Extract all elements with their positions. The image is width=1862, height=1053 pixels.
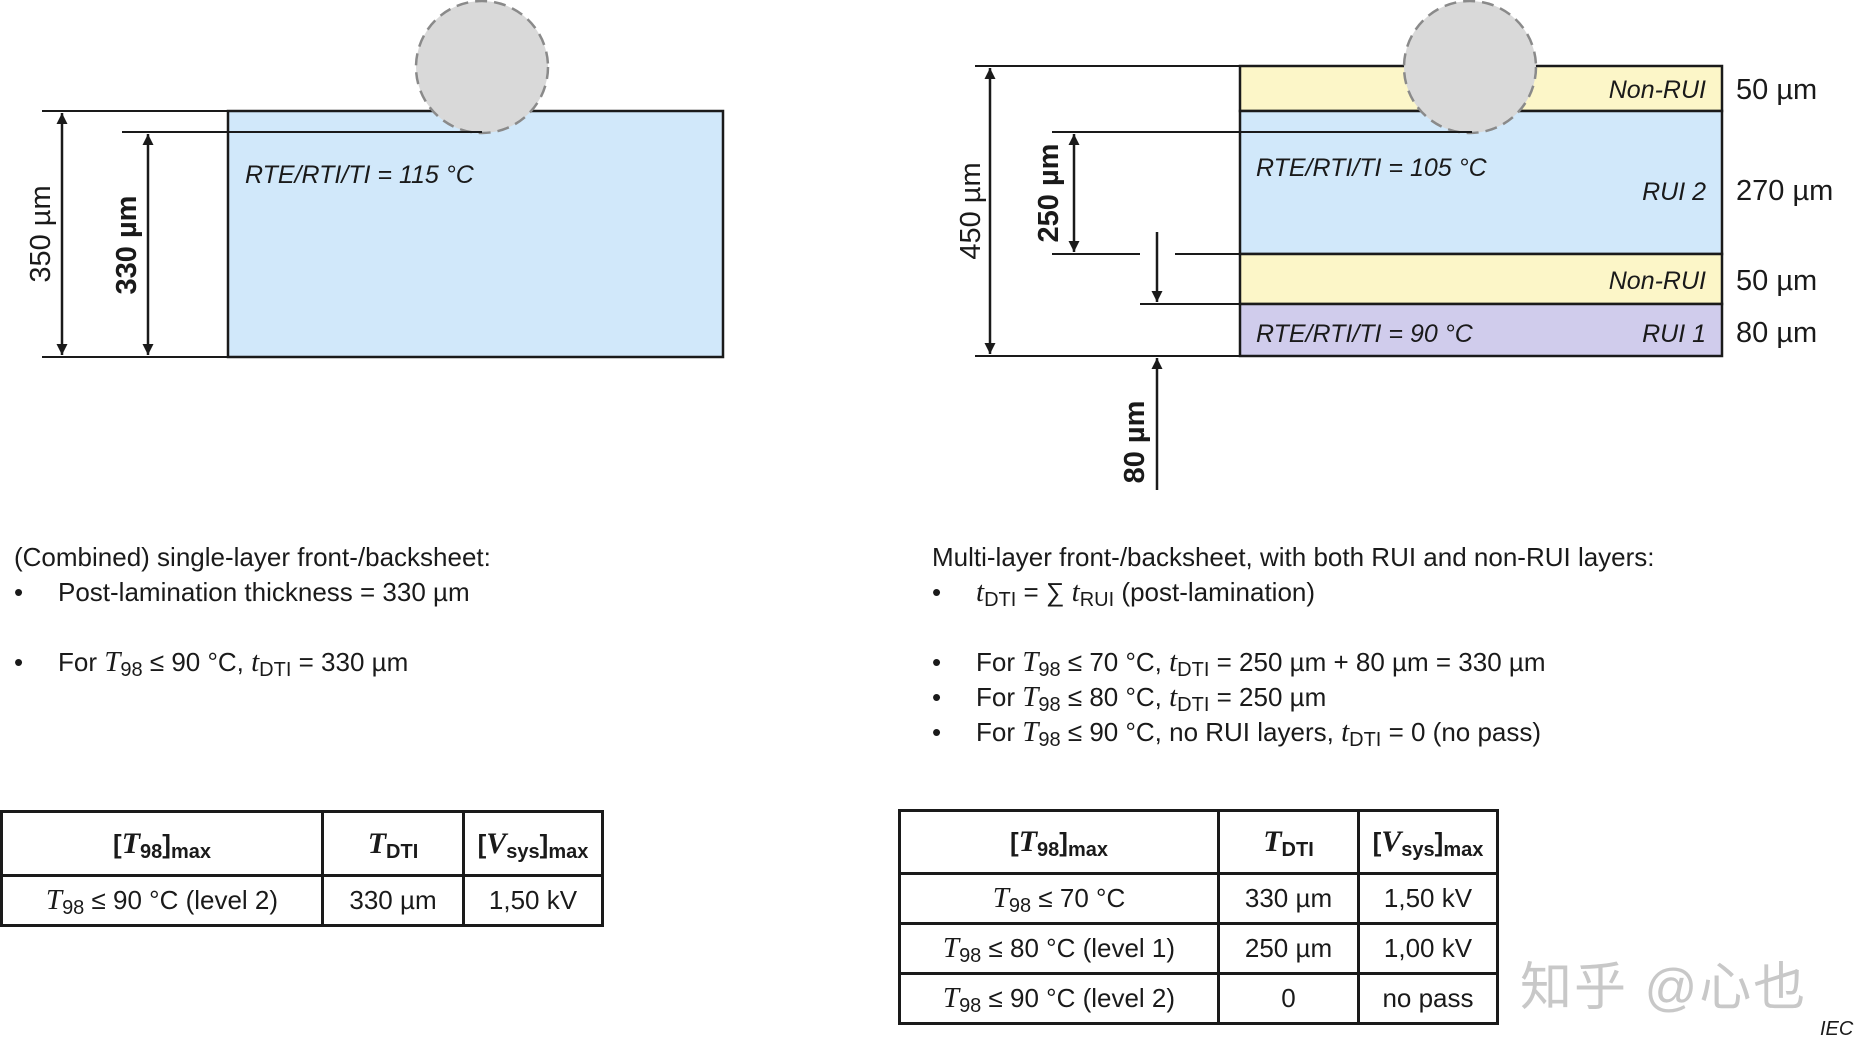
thickness-non-rui-mid: 50 µm xyxy=(1736,265,1817,297)
layer-name-rui-2: RUI 2 xyxy=(1642,178,1706,206)
header-t-dti: TDTI xyxy=(1217,809,1360,875)
dim-label-450: 450 µm xyxy=(955,162,987,259)
cell-vsys: 1,50 kV xyxy=(1357,872,1499,925)
right-bullet-3: •For T98 ≤ 80 °C, tDTI = 250 µm xyxy=(932,681,1327,716)
cell-t98: T98 ≤ 90 °C (level 2) xyxy=(898,972,1220,1025)
cell-t98: T98 ≤ 90 °C (level 2) xyxy=(0,874,324,927)
layer-rui-1 xyxy=(1238,302,1724,358)
cell-tdti: 330 µm xyxy=(321,874,465,927)
single-layer-rect xyxy=(226,109,725,359)
right-results-table: [T98]max TDTI [Vsys]max T98 ≤ 70 °C 330 … xyxy=(898,809,1499,1025)
right-sample: 450 µm 250 µm 80 µm Non-RUI RTE/RTI/TI =… xyxy=(955,0,1833,490)
left-bullet-2: •For T98 ≤ 90 °C, tDTI = 330 µm xyxy=(14,646,409,681)
dim-label-350: 350 µm xyxy=(25,185,57,282)
right-caption-heading: Multi-layer front-/backsheet, with both … xyxy=(932,542,1655,572)
table-row: T98 ≤ 70 °C 330 µm 1,50 kV xyxy=(898,872,1499,925)
cell-tdti: 330 µm xyxy=(1217,872,1360,925)
dim-label-80: 80 µm xyxy=(1119,401,1151,484)
thickness-non-rui-top: 50 µm xyxy=(1736,74,1817,106)
thickness-rui-1: 80 µm xyxy=(1736,317,1817,349)
header-t98-max: [T98]max xyxy=(898,809,1220,875)
right-caption: Multi-layer front-/backsheet, with both … xyxy=(932,540,1655,750)
layer-name-non-rui-top: Non-RUI xyxy=(1609,76,1706,104)
iec-mark: IEC xyxy=(1820,1018,1854,1040)
cell-t98: T98 ≤ 80 °C (level 1) xyxy=(898,922,1220,975)
thickness-rui-2: 270 µm xyxy=(1736,175,1833,207)
dim-label-250: 250 µm xyxy=(1033,144,1065,243)
cell-t98: T98 ≤ 70 °C xyxy=(898,872,1220,925)
table-header-row: [T98]max TDTI [Vsys]max xyxy=(0,810,604,877)
header-v-sys-max: [Vsys]max xyxy=(462,810,604,877)
right-bullet-2: •For T98 ≤ 70 °C, tDTI = 250 µm + 80 µm … xyxy=(932,646,1546,681)
table-header-row: [T98]max TDTI [Vsys]max xyxy=(898,809,1499,875)
left-bullet-1: •Post-lamination thickness = 330 µm xyxy=(14,577,470,607)
right-bullet-4: •For T98 ≤ 90 °C, no RUI layers, tDTI = … xyxy=(932,716,1542,751)
cell-tdti: 250 µm xyxy=(1217,922,1360,975)
left-caption: (Combined) single-layer front-/backsheet… xyxy=(14,540,491,680)
cell-vsys: no pass xyxy=(1357,972,1499,1025)
layer-rte-rui-2: RTE/RTI/TI = 105 °C xyxy=(1256,154,1488,182)
cell-tdti: 0 xyxy=(1217,972,1360,1025)
header-v-sys-max: [Vsys]max xyxy=(1357,809,1499,875)
header-t-dti: TDTI xyxy=(321,810,465,877)
probe-circle-left xyxy=(414,0,550,135)
left-caption-heading: (Combined) single-layer front-/backsheet… xyxy=(14,542,491,572)
right-bullet-1: •tDTI = ∑ tRUI (post-lamination) xyxy=(932,576,1316,611)
layer-name-non-rui-mid: Non-RUI xyxy=(1609,267,1706,295)
cell-vsys: 1,50 kV xyxy=(462,874,604,927)
dim-label-330: 330 µm xyxy=(111,196,143,295)
table-row: T98 ≤ 80 °C (level 1) 250 µm 1,00 kV xyxy=(898,922,1499,975)
cross-section-diagram: 350 µm 330 µm RTE/RTI/TI = 115 °C 450 µm… xyxy=(25,0,1833,490)
watermark: 知乎 @心也 xyxy=(1520,959,1808,1017)
layer-rte-rui-1: RTE/RTI/TI = 90 °C xyxy=(1256,320,1474,348)
single-layer-rte-label: RTE/RTI/TI = 115 °C xyxy=(245,161,475,189)
table-row: T98 ≤ 90 °C (level 2) 0 no pass xyxy=(898,972,1499,1025)
layer-name-rui-1: RUI 1 xyxy=(1642,320,1706,348)
header-t98-max: [T98]max xyxy=(0,810,324,877)
left-results-table: [T98]max TDTI [Vsys]max T98 ≤ 90 °C (lev… xyxy=(0,810,604,927)
probe-circle-right xyxy=(1402,0,1538,135)
left-sample: 350 µm 330 µm RTE/RTI/TI = 115 °C xyxy=(25,0,725,359)
layer-non-rui-mid xyxy=(1238,252,1724,306)
table-row: T98 ≤ 90 °C (level 2) 330 µm 1,50 kV xyxy=(0,874,604,927)
cell-vsys: 1,00 kV xyxy=(1357,922,1499,975)
